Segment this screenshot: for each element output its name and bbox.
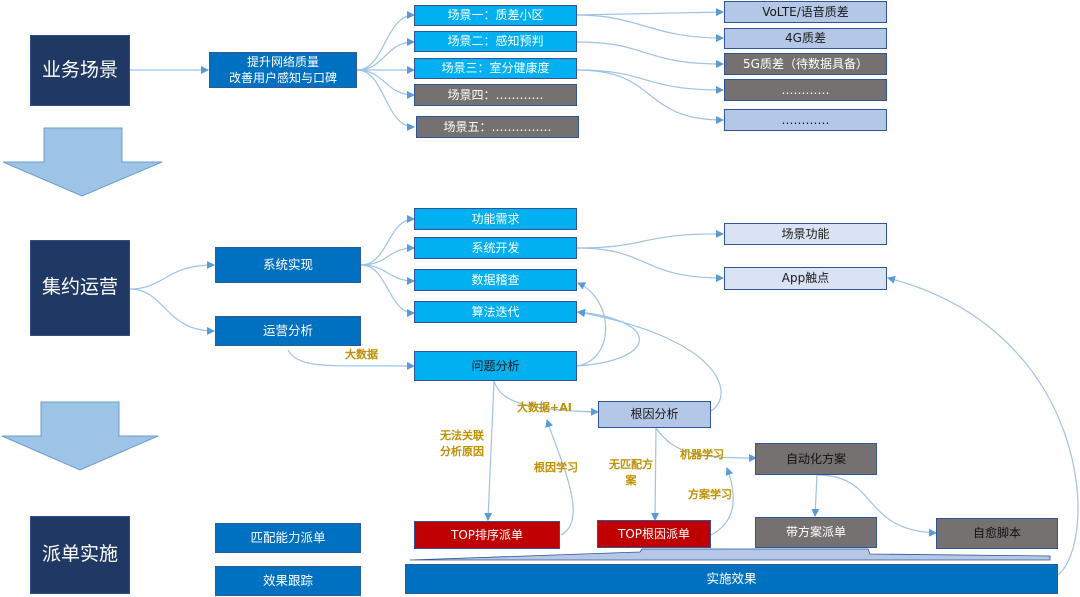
top-sort-dispatch[interactable]: TOP排序派单 <box>414 521 560 549</box>
connector <box>545 419 574 536</box>
stage-down-arrow-2 <box>1 401 159 471</box>
app-touchpoint[interactable]: App触点 <box>724 267 887 290</box>
connector <box>576 69 724 124</box>
automation-solution[interactable]: 自动化方案 <box>755 443 877 475</box>
connector <box>360 264 415 285</box>
goal-line-1: 提升网络质量 <box>246 54 319 69</box>
scenario-2[interactable]: 场景二：感知预判 <box>414 31 577 52</box>
stage-down-arrow-1 <box>2 127 163 197</box>
function-requirements[interactable]: 功能需求 <box>414 208 577 230</box>
label-solution-learning: 方案学习 <box>688 488 732 501</box>
sub-scenario-5g[interactable]: 5G质差（待数据具备） <box>724 53 887 75</box>
connector <box>577 309 722 413</box>
self-healing-script[interactable]: 自愈脚本 <box>936 518 1058 549</box>
connector <box>655 427 757 462</box>
label-no-correlation-line1: 无法关联 <box>440 429 484 442</box>
connector <box>576 8 724 17</box>
connector <box>129 288 215 335</box>
connector <box>811 474 820 517</box>
data-audit[interactable]: 数据稽查 <box>414 269 577 291</box>
connector <box>576 282 607 367</box>
connector <box>129 261 215 290</box>
algorithm-iteration[interactable]: 算法迭代 <box>414 301 577 323</box>
root-cause-analysis[interactable]: 根因分析 <box>598 401 711 428</box>
system-implementation[interactable]: 系统实现 <box>215 247 361 283</box>
scenario-1[interactable]: 场景一：质差小区 <box>414 5 577 26</box>
label-big-data-ai: 大数据+AI <box>517 401 572 414</box>
goal-box[interactable]: 提升网络质量 改善用户感知与口碑 <box>209 52 357 88</box>
sub-scenario-4[interactable]: ………… <box>724 79 887 101</box>
label-big-data: 大数据 <box>345 348 378 361</box>
sub-scenario-4g[interactable]: 4G质差 <box>724 28 887 49</box>
connector <box>576 308 640 367</box>
connector <box>287 349 415 370</box>
connector <box>576 229 724 249</box>
sub-scenario-5[interactable]: ………… <box>724 109 887 131</box>
stage-business-scenarios: 业务场景 <box>30 35 130 106</box>
connector <box>576 69 724 94</box>
sub-scenario-volte[interactable]: VoLTE/语音质差 <box>724 1 887 23</box>
label-machine-learning: 机器学习 <box>680 448 724 461</box>
stage-intensive-operations: 集约运营 <box>30 240 130 336</box>
operations-analysis[interactable]: 运营分析 <box>215 316 361 346</box>
implementation-result[interactable]: 实施效果 <box>405 564 1058 594</box>
connector <box>651 427 660 521</box>
label-no-correlation-line2: 分析原因 <box>440 444 484 458</box>
top-root-cause-dispatch[interactable]: TOP根因派单 <box>597 520 711 548</box>
goal-line-2: 改善用户感知与口碑 <box>228 71 337 85</box>
label-no-correlation: 无法关联 分析原因 <box>440 428 484 460</box>
scenario-4[interactable]: 场景四：………… <box>414 84 577 106</box>
effect-tracking[interactable]: 效果跟踪 <box>215 566 361 596</box>
stage-dispatch-implementation: 派单实施 <box>30 516 130 594</box>
connector <box>576 247 724 282</box>
connector <box>360 215 415 266</box>
scenario-5[interactable]: 场景五：…………… <box>416 116 579 138</box>
system-development[interactable]: 系统开发 <box>414 237 577 259</box>
scenario-3[interactable]: 场景三：室分健康度 <box>414 58 577 79</box>
connector <box>576 41 724 68</box>
connector <box>816 474 937 537</box>
label-root-cause-learning: 根因学习 <box>534 461 578 474</box>
connector <box>356 69 415 99</box>
connector <box>887 275 1079 576</box>
connector <box>360 264 415 317</box>
problem-analysis[interactable]: 问题分析 <box>414 351 577 381</box>
connector <box>356 38 415 71</box>
connector <box>356 11 415 71</box>
connector <box>493 380 599 416</box>
connector <box>360 244 415 266</box>
result-bracket <box>409 548 1051 561</box>
connector <box>576 14 724 42</box>
connector <box>484 380 495 521</box>
solution-dispatch[interactable]: 带方案派单 <box>755 517 877 548</box>
connector <box>356 69 415 131</box>
capability-dispatch[interactable]: 匹配能力派单 <box>215 523 361 553</box>
scene-function[interactable]: 场景功能 <box>724 223 887 245</box>
label-no-match-line1: 无匹配方 <box>609 458 653 471</box>
connector <box>710 467 734 536</box>
label-no-match: 无匹配方 案 <box>609 457 653 489</box>
label-no-match-line2: 案 <box>625 473 637 487</box>
